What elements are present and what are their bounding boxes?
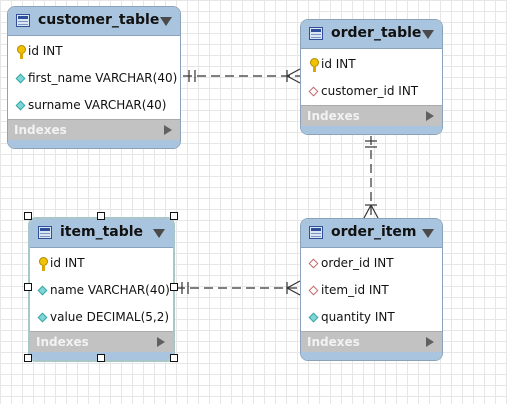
entity-item-table[interactable]: item_table id INT name VARCHAR(40) value… [28,217,175,362]
column-icon [37,304,49,331]
column-row[interactable]: first_name VARCHAR(40) [8,65,180,92]
table-icon [309,27,323,40]
table-name: customer_table [38,12,160,28]
table-bottom-bar [8,140,180,148]
table-header[interactable]: order_item [301,219,442,248]
relationship-item-orderitem[interactable] [176,280,301,296]
column-label: item_id INT [321,283,389,297]
collapse-arrow-icon[interactable] [153,229,165,238]
column-row[interactable]: id INT [301,51,442,78]
table-bottom-bar [301,126,442,134]
expand-arrow-icon[interactable] [426,337,434,347]
table-icon [38,226,52,239]
column-label: surname VARCHAR(40) [28,98,167,112]
foreign-key-icon [308,78,320,105]
indexes-label: Indexes [14,123,67,137]
relationship-customer-order[interactable] [183,68,301,84]
resize-handle-top-left[interactable] [24,212,32,220]
expand-arrow-icon[interactable] [157,337,165,347]
table-name: order_table [331,25,422,41]
entity-order-table[interactable]: order_table id INT customer_id INT Index… [300,19,443,135]
table-header[interactable]: item_table [30,219,173,248]
indexes-label: Indexes [307,335,360,349]
resize-handle-bottom-center[interactable] [97,354,105,362]
indexes-section[interactable]: Indexes [301,331,442,352]
column-label: order_id INT [321,256,394,270]
resize-handle-middle-right[interactable] [170,283,178,291]
indexes-section[interactable]: Indexes [301,105,442,126]
table-bottom-bar [301,352,442,360]
column-label: customer_id INT [321,84,419,98]
column-label: quantity INT [321,310,395,324]
resize-handle-bottom-left[interactable] [24,354,32,362]
resize-handle-top-right[interactable] [170,212,178,220]
column-icon [308,304,320,331]
column-label: id INT [50,256,85,270]
foreign-key-icon [308,277,320,304]
table-icon [16,14,30,27]
expand-arrow-icon[interactable] [426,111,434,121]
column-row[interactable]: id INT [8,38,180,65]
column-row[interactable]: quantity INT [301,304,442,331]
column-row[interactable]: surname VARCHAR(40) [8,92,180,119]
column-row[interactable]: id INT [30,250,173,277]
column-row[interactable]: customer_id INT [301,78,442,105]
primary-key-icon [37,250,49,277]
table-header[interactable]: order_table [301,20,442,49]
column-icon [15,92,27,119]
indexes-label: Indexes [36,335,89,349]
entity-customer-table[interactable]: customer_table id INT first_name VARCHAR… [7,6,181,149]
primary-key-icon [15,38,27,65]
collapse-arrow-icon[interactable] [422,30,434,39]
column-icon [15,65,27,92]
resize-handle-middle-left[interactable] [24,283,32,291]
collapse-arrow-icon[interactable] [422,229,434,238]
table-icon [309,226,323,239]
column-row[interactable]: value DECIMAL(5,2) [30,304,173,331]
column-label: first_name VARCHAR(40) [28,71,178,85]
table-name: item_table [60,224,144,240]
column-label: value DECIMAL(5,2) [50,310,170,324]
table-header[interactable]: customer_table [8,7,180,36]
collapse-arrow-icon[interactable] [160,17,172,26]
column-label: id INT [321,57,356,71]
expand-arrow-icon[interactable] [164,125,172,135]
column-icon [37,277,49,304]
resize-handle-top-center[interactable] [97,212,105,220]
indexes-section[interactable]: Indexes [30,331,173,352]
column-label: id INT [28,44,63,58]
foreign-key-icon [308,250,320,277]
indexes-label: Indexes [307,109,360,123]
entity-order-item[interactable]: order_item order_id INT item_id INT quan… [300,218,443,361]
column-label: name VARCHAR(40) [50,283,170,297]
column-row[interactable]: name VARCHAR(40) [30,277,173,304]
column-row[interactable]: item_id INT [301,277,442,304]
column-row[interactable]: order_id INT [301,250,442,277]
indexes-section[interactable]: Indexes [8,119,180,140]
relationship-order-orderitem[interactable] [363,136,379,219]
table-name: order_item [331,224,417,240]
primary-key-icon [308,51,320,78]
resize-handle-bottom-right[interactable] [170,354,178,362]
